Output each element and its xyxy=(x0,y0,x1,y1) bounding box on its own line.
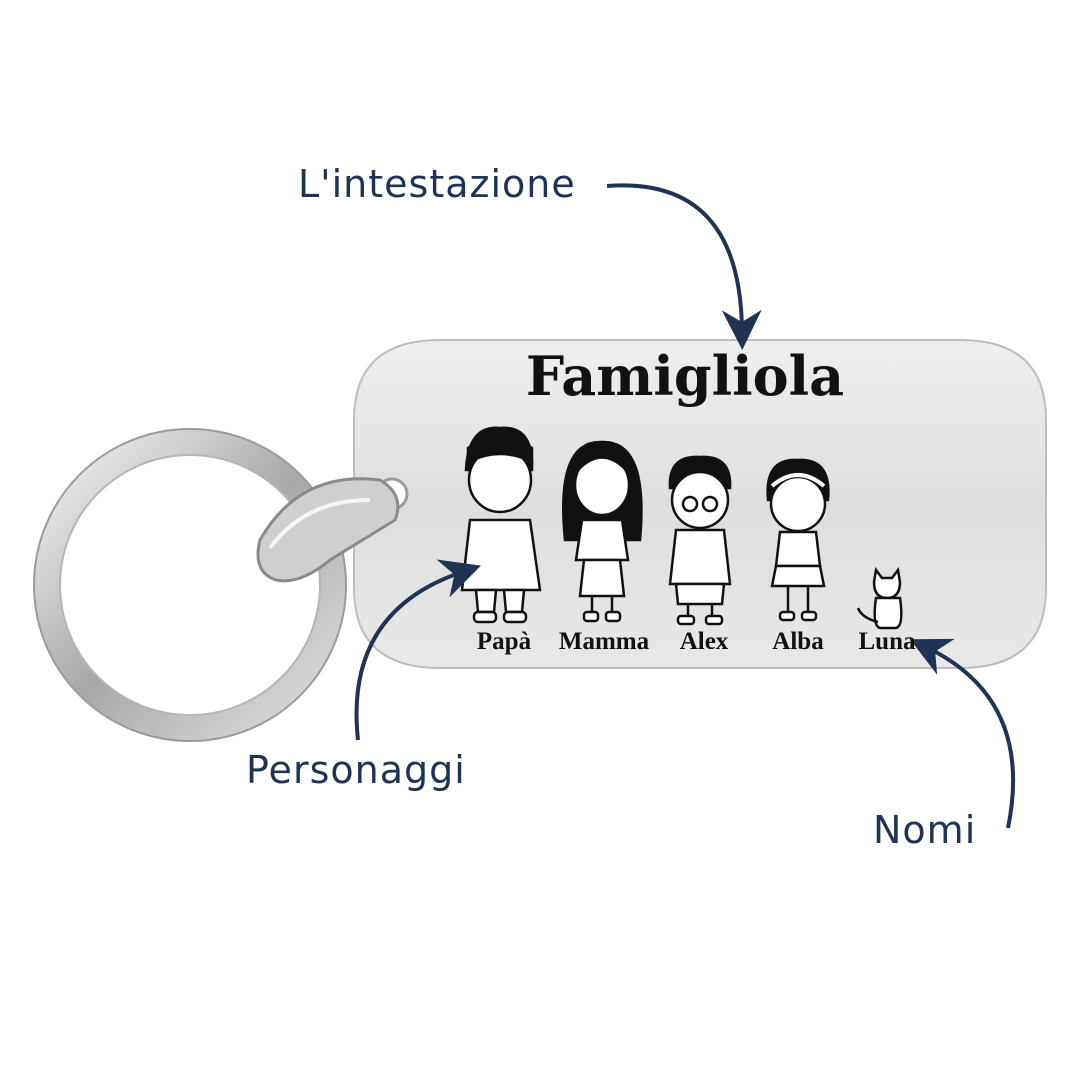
arrow-to-characters xyxy=(354,559,481,741)
name-papa: Papà xyxy=(476,628,532,655)
name-alba: Alba xyxy=(772,628,824,655)
name-alex: Alex xyxy=(679,628,729,655)
name-luna: Luna xyxy=(858,628,916,655)
figure-boy xyxy=(668,455,732,626)
figure-girl xyxy=(766,458,830,622)
figure-dad xyxy=(460,426,542,624)
arrow-to-names xyxy=(910,638,1016,829)
key-ring xyxy=(33,428,347,742)
tag-clasp xyxy=(256,477,400,583)
figure-cat xyxy=(856,566,903,630)
names-callout-label: Nomi xyxy=(873,808,977,852)
tag-title-engraving: Famigliola xyxy=(525,344,845,408)
header-callout-label: L'intestazione xyxy=(298,162,576,206)
arrow-to-header xyxy=(606,183,762,350)
characters-callout-label: Personaggi xyxy=(246,748,466,792)
figure-mom xyxy=(562,440,643,623)
name-mamma: Mamma xyxy=(558,628,650,655)
